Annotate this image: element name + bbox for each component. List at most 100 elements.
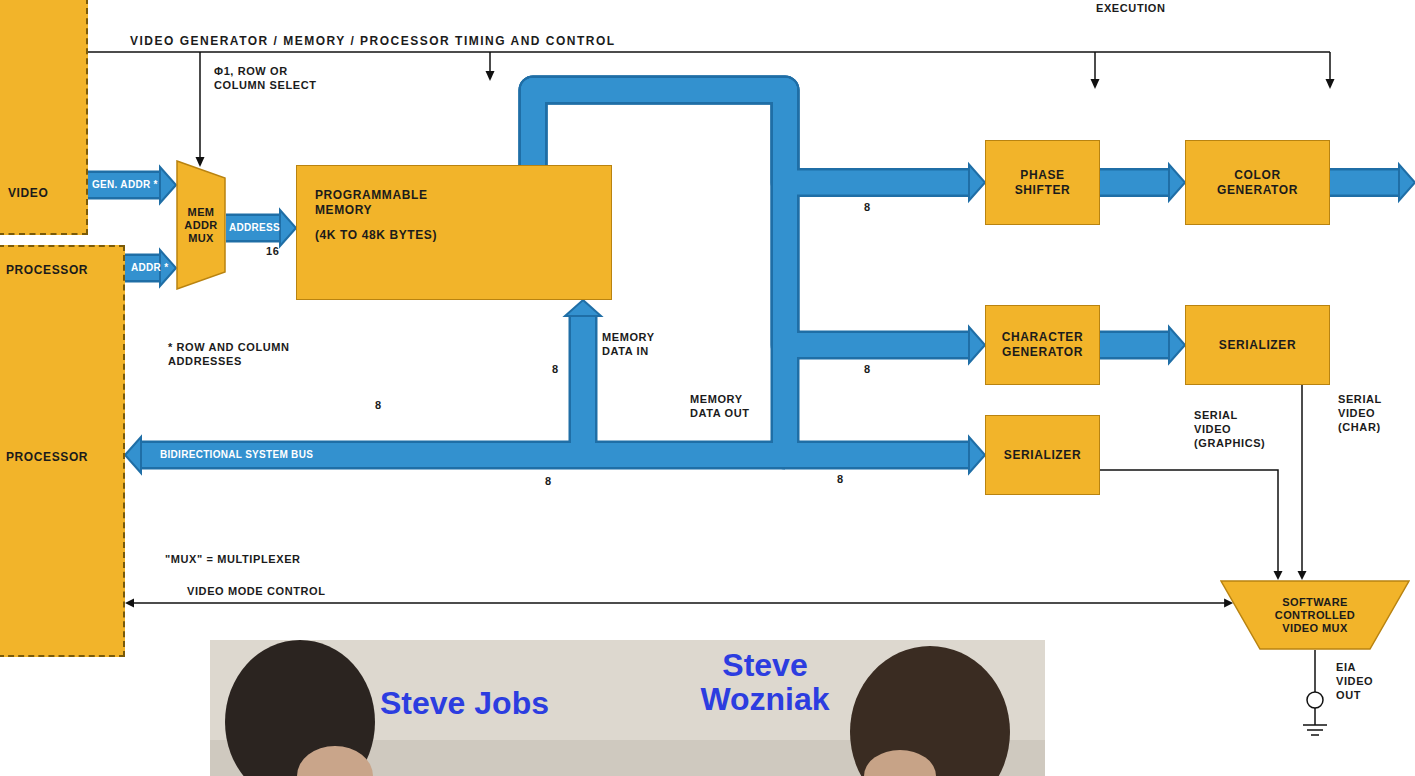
select-line xyxy=(199,52,201,158)
arrowhead xyxy=(1326,79,1335,89)
control-heading: VIDEO GENERATOR / MEMORY / PROCESSOR TIM… xyxy=(130,34,616,48)
arrowhead xyxy=(1399,165,1415,201)
control-drop xyxy=(1094,52,1096,80)
label-slot: 8 xyxy=(862,362,873,376)
label-slot: 8 xyxy=(552,362,559,376)
text-center: COLOR GENERATOR xyxy=(1186,141,1329,224)
arrowhead xyxy=(969,165,985,201)
arrowhead xyxy=(969,327,985,363)
label-slot: 16 xyxy=(266,244,279,258)
box-label: PROCESSOR xyxy=(6,263,88,278)
bus-body xyxy=(88,173,162,197)
bus-body xyxy=(226,216,282,240)
bus-outlines xyxy=(88,90,1171,455)
control-drop xyxy=(489,52,491,72)
data-bus xyxy=(1100,165,1185,201)
box-label: (4K TO 48K BYTES) xyxy=(315,228,437,243)
connectors xyxy=(88,90,1307,608)
video-multiplexer: SOFTWARE CONTROLLED VIDEO MUX xyxy=(1220,580,1410,650)
footnote: "MUX" = MULTIPLEXER xyxy=(165,552,301,566)
label-slot: BIDIRECTIONAL SYSTEM BUS xyxy=(160,449,313,461)
text-slot: PROGRAMMABLE MEMORY xyxy=(315,188,435,218)
bus-outline xyxy=(88,171,162,200)
photo-caption: Steve Wozniak xyxy=(690,648,840,716)
bus-label: ADDRESS xyxy=(229,222,280,234)
text-center: PHASE SHIFTER xyxy=(986,141,1099,224)
signal-line xyxy=(1298,385,1307,580)
heading-fragment: EXECUTION xyxy=(1096,1,1166,15)
bus-body xyxy=(139,314,785,455)
bus-outline xyxy=(1100,168,1171,197)
data-bus xyxy=(88,167,176,203)
ground-wire xyxy=(1314,708,1316,725)
label-slot: VIDEO MODE CONTROL xyxy=(185,584,328,598)
label-slot: VIDEO GENERATOR / MEMORY / PROCESSOR TIM… xyxy=(130,34,616,48)
label-slot: 8 xyxy=(375,398,382,412)
data-bus xyxy=(226,210,296,246)
bus-label: MEMORY DATA IN xyxy=(602,330,662,358)
signal-label: Φ1, ROW OR COLUMN SELECT xyxy=(214,64,326,92)
label-slot: SERIAL VIDEO (GRAPHICS) xyxy=(1192,408,1276,450)
arrowhead xyxy=(969,437,985,473)
arrowhead xyxy=(1091,79,1100,89)
text-center: CHARACTER GENERATOR xyxy=(986,306,1099,384)
color-output-bus xyxy=(1330,165,1415,201)
bus-width: 8 xyxy=(545,474,552,488)
box-label: COLOR GENERATOR xyxy=(1208,168,1308,198)
box-label: VIDEO xyxy=(8,186,48,201)
text-center: SERIALIZER xyxy=(986,416,1099,494)
bus-outline xyxy=(1100,331,1171,360)
wire xyxy=(132,602,1226,604)
bus-outline xyxy=(139,314,785,455)
memory-box: PROGRAMMABLE MEMORY (4K TO 48K BYTES) xyxy=(296,165,612,300)
arrowhead xyxy=(196,157,205,167)
label-slot: 8 xyxy=(835,472,846,486)
character-generator-box: CHARACTER GENERATOR xyxy=(985,305,1100,385)
arrowhead xyxy=(1169,165,1185,201)
phase-shifter-box: PHASE SHIFTER xyxy=(985,140,1100,225)
label-slot: "MUX" = MULTIPLEXER xyxy=(165,552,301,566)
photo xyxy=(210,640,1045,776)
data-bus xyxy=(125,250,176,286)
bus-body xyxy=(1100,171,1171,195)
wire xyxy=(1100,470,1278,573)
signal-label: 8 xyxy=(862,362,873,376)
label-slot: ADDRESS xyxy=(229,222,280,234)
control-drop xyxy=(1329,52,1331,80)
ground-symbol xyxy=(1307,729,1323,731)
text-center: SOFTWARE CONTROLLED VIDEO MUX xyxy=(1220,580,1410,650)
bus-label: MEMORY DATA OUT xyxy=(690,392,760,420)
data-bus xyxy=(125,300,785,473)
signal-label: 8 xyxy=(862,200,873,214)
serializer-box: SERIALIZER xyxy=(985,415,1100,495)
box-label: PROCESSOR xyxy=(6,450,88,465)
signal-label: SERIAL VIDEO (GRAPHICS) xyxy=(1192,408,1276,450)
bus-label: GEN. ADDR * xyxy=(92,179,158,191)
label-slot: * ROW AND COLUMN ADDRESSES xyxy=(168,340,293,368)
timing-control xyxy=(88,52,1335,167)
label-slot: 8 xyxy=(862,200,873,214)
bus-width: 16 xyxy=(266,244,279,258)
label-slot: GEN. ADDR * xyxy=(92,179,158,191)
arrowhead xyxy=(1298,571,1307,580)
text-slot: PROCESSOR xyxy=(6,450,88,465)
face-left xyxy=(297,746,373,776)
bus-label: ADDR * xyxy=(131,262,168,274)
label-slot: Φ1, ROW OR COLUMN SELECT xyxy=(214,64,326,92)
bus-label: BIDIRECTIONAL SYSTEM BUS xyxy=(160,449,313,461)
label-slot: EXECUTION xyxy=(1096,1,1166,15)
face-right xyxy=(864,750,936,776)
footnote: * ROW AND COLUMN ADDRESSES xyxy=(168,340,293,368)
label-slot: 8 xyxy=(545,474,552,488)
label-slot: Steve Wozniak xyxy=(690,648,840,716)
wire xyxy=(1301,385,1303,573)
box-label: PHASE SHIFTER xyxy=(1007,168,1079,198)
box-label: SOFTWARE CONTROLLED VIDEO MUX xyxy=(1263,596,1367,635)
signal-label: VIDEO MODE CONTROL xyxy=(185,584,328,598)
arrowhead xyxy=(565,300,601,316)
processor-block: PROCESSOR PROCESSOR xyxy=(0,245,125,657)
address-multiplexer: MEM ADDR MUX xyxy=(176,160,226,290)
label-slot: MEMORY DATA OUT xyxy=(690,392,760,420)
